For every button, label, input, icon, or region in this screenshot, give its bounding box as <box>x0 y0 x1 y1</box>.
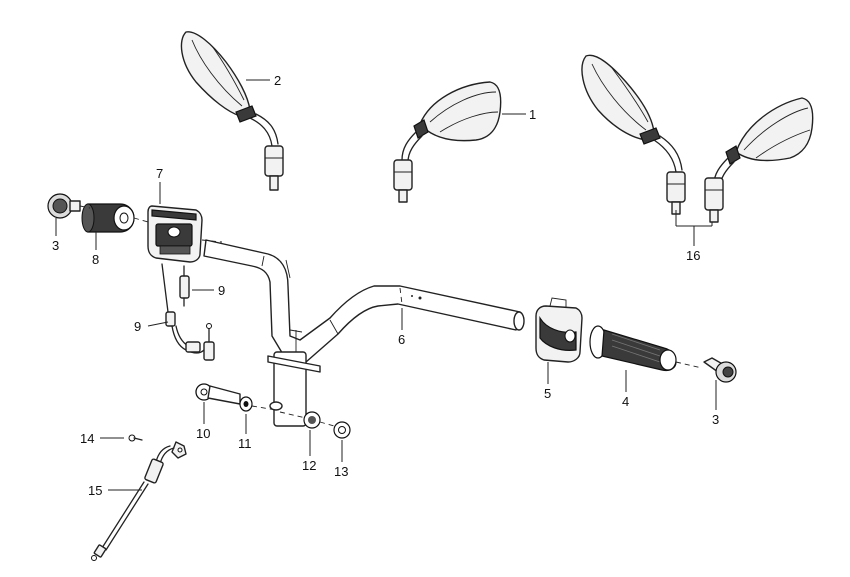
callout-3-left: 3 <box>52 238 59 253</box>
switch-cables-part-9 <box>161 263 215 361</box>
callout-15: 15 <box>88 483 102 498</box>
switch-left-part-7 <box>147 205 223 263</box>
callout-13: 13 <box>334 464 348 479</box>
bar-end-left-part-3 <box>47 193 91 219</box>
callout-10: 10 <box>196 426 210 441</box>
switch-right-part-5 <box>535 297 583 363</box>
callout-7: 7 <box>156 166 163 181</box>
callout-9-upper: 9 <box>218 283 225 298</box>
handlebar-part-6 <box>203 239 525 427</box>
callout-12: 12 <box>302 458 316 473</box>
callout-2: 2 <box>274 73 281 88</box>
callout-6: 6 <box>398 332 405 347</box>
bar-end-right-part-3 <box>703 357 737 383</box>
grip-right-part-4 <box>589 325 703 372</box>
callout-14: 14 <box>80 431 94 446</box>
washer-part-11 <box>239 396 307 419</box>
callout-3-right: 3 <box>712 412 719 427</box>
callout-1: 1 <box>529 107 536 122</box>
mirror-left-part-2 <box>180 31 284 191</box>
callout-4: 4 <box>622 394 629 409</box>
callout-5: 5 <box>544 386 551 401</box>
callout-11: 11 <box>238 436 252 451</box>
nut-part-12 <box>303 411 335 429</box>
screw-part-14 <box>128 434 143 442</box>
callout-16: 16 <box>686 248 700 263</box>
leader-lines <box>55 79 717 491</box>
callout-labels: 1 2 3 3 4 5 6 7 8 9 9 10 11 12 13 14 15 … <box>52 73 719 498</box>
mirror-pair-part-16 <box>581 54 814 223</box>
mirror-center-part-1 <box>393 81 502 203</box>
grip-left-part-8 <box>81 203 149 233</box>
bolt-part-10 <box>195 383 241 405</box>
cap-nut-part-13 <box>333 421 351 439</box>
throttle-cable-part-15 <box>91 441 187 561</box>
callout-9-lower: 9 <box>134 319 141 334</box>
callout-8: 8 <box>92 252 99 267</box>
